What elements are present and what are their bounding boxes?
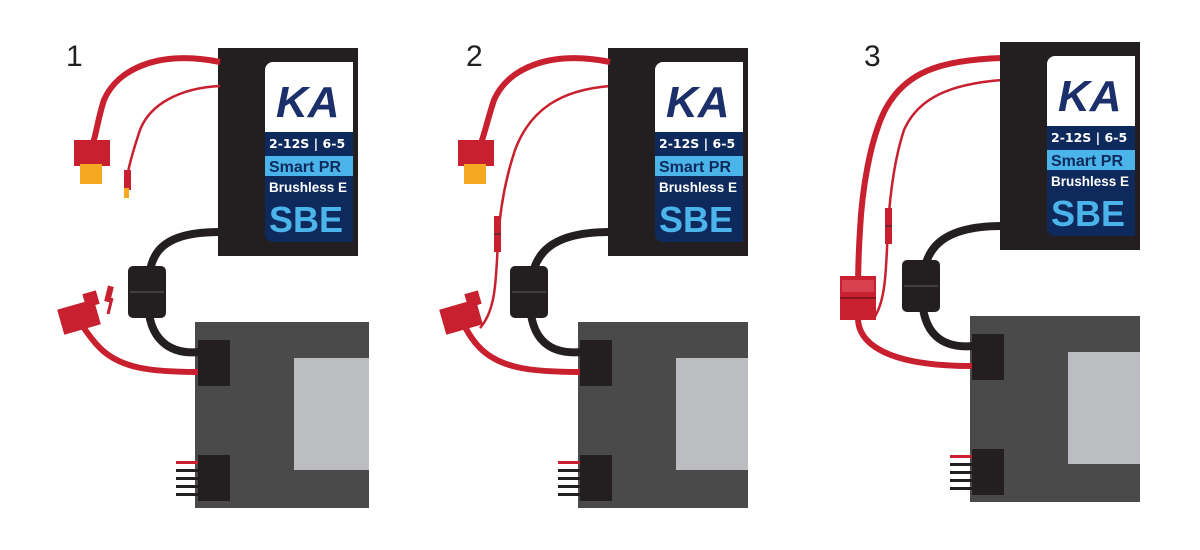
plug-tip (80, 164, 102, 184)
receiver-red-lead (855, 317, 973, 369)
esc-logo: KA (1058, 72, 1122, 121)
esc-brushless: Brushless E (659, 180, 737, 195)
esc-brushless: Brushless E (269, 180, 347, 195)
receiver-2 (558, 322, 748, 508)
receiver-1 (176, 322, 369, 508)
esc-2: KA 2-12S | 6-5 Smart PR Brushless E SBE (608, 48, 748, 256)
esc-logo: KA (276, 78, 340, 127)
esc-model: SBE (269, 199, 343, 240)
connected-thin-lead (479, 84, 611, 329)
joined-power-connector (840, 276, 876, 320)
step-3-panel: 3 (840, 40, 1140, 502)
servo-pins (950, 455, 972, 490)
receiver-window (1068, 352, 1140, 464)
servo-pins (176, 461, 198, 496)
esc-model: SBE (1051, 193, 1125, 234)
esc-spec: 2-12S | 6-5 (1051, 130, 1127, 145)
receiver-servo-port (972, 449, 1004, 495)
receiver-jst-plug (104, 285, 114, 303)
receiver-red-lead (77, 320, 199, 375)
esc-spec: 2-12S | 6-5 (269, 136, 345, 151)
esc-logo: KA (666, 78, 730, 127)
receiver-power-port (580, 340, 612, 386)
receiver-red-lead (459, 320, 581, 375)
step-number-1: 1 (66, 40, 83, 73)
esc-smart: Smart PR (1051, 153, 1123, 170)
esc-jst-plug (124, 170, 131, 190)
receiver-3 (950, 316, 1140, 502)
receiver-t-plug (439, 290, 483, 335)
esc-3: KA 2-12S | 6-5 Smart PR Brushless E SBE (1000, 42, 1140, 250)
plug-tip (464, 164, 486, 184)
esc-smart: Smart PR (269, 159, 341, 176)
receiver-window (676, 358, 748, 470)
receiver-servo-port (580, 455, 612, 501)
receiver-power-port (972, 334, 1004, 380)
esc-model: SBE (659, 199, 733, 240)
esc-brushless: Brushless E (1051, 174, 1129, 189)
step-number-2: 2 (466, 40, 483, 73)
receiver-power-port (198, 340, 230, 386)
esc-xt-plug (74, 140, 110, 184)
connected-thin-lead (872, 78, 1003, 319)
step-1-panel: 1 (57, 40, 369, 508)
servo-pins (558, 461, 580, 496)
receiver-thin-lead (106, 297, 114, 315)
esc-red-power-lead (89, 55, 221, 148)
esc-spec: 2-12S | 6-5 (659, 136, 735, 151)
receiver-t-plug (57, 290, 101, 335)
step-2-panel: 2 (439, 40, 748, 508)
receiver-servo-port (198, 455, 230, 501)
esc-1: KA 2-12S | 6-5 Smart PR Brushless E SBE (218, 48, 358, 256)
esc-thin-red-lead (126, 84, 221, 173)
esc-red-power-lead (855, 55, 1003, 297)
esc-smart: Smart PR (659, 159, 731, 176)
esc-xt-plug (458, 140, 494, 184)
step-number-3: 3 (864, 40, 881, 73)
receiver-window (294, 358, 369, 470)
esc-red-power-lead (477, 55, 611, 148)
